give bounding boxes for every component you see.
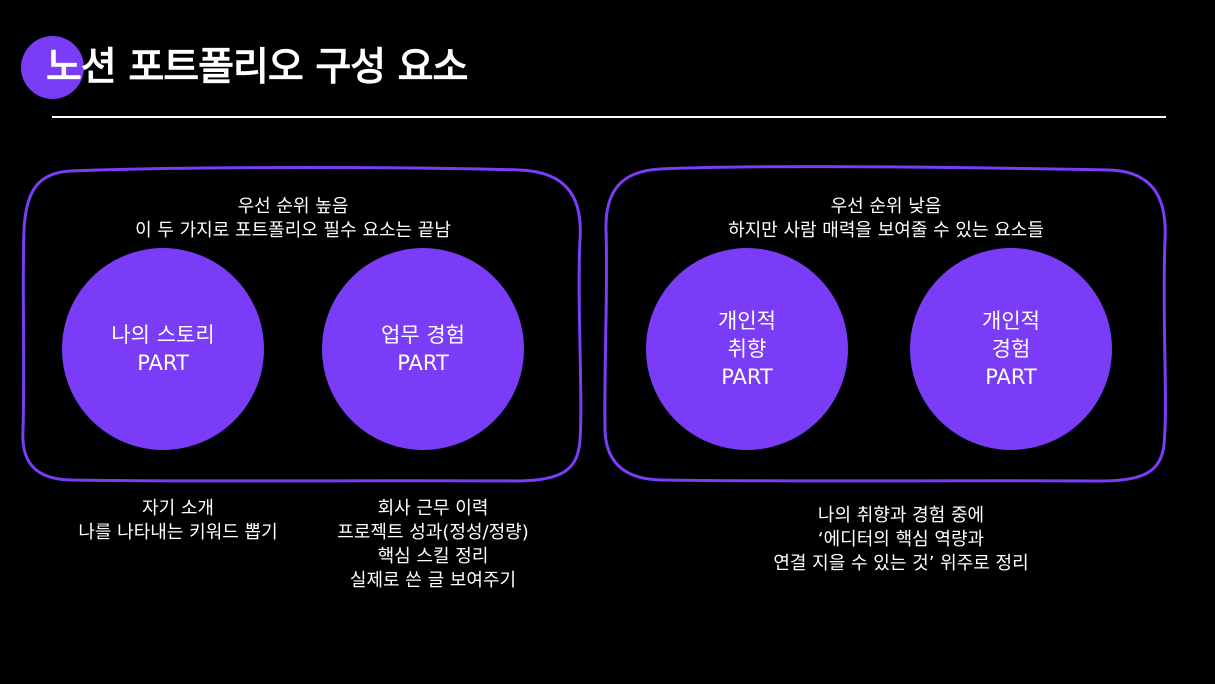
circle-line: 개인적	[718, 309, 776, 333]
circle-line: 경험	[991, 337, 1031, 361]
circle-line: PART	[397, 351, 449, 375]
group-frame-high-priority	[21, 166, 583, 483]
heading-line: 우선 순위 높음	[237, 196, 349, 217]
group-frame-low-priority	[603, 165, 1167, 483]
high-priority-heading: 우선 순위 높음 이 두 가지로 포트폴리오 필수 요소는 끝남	[93, 195, 493, 243]
page-title: 노션 포트폴리오 구성 요소	[46, 45, 468, 90]
caption-line: 프로젝트 성과(정성/정량)	[337, 522, 529, 543]
heading-line: 이 두 가지로 포트폴리오 필수 요소는 끝남	[135, 220, 451, 241]
personal-caption: 나의 취향과 경험 중에 ‘에디터의 핵심 역량과 연결 지을 수 있는 것’ …	[741, 504, 1061, 576]
caption-line: 회사 근무 이력	[377, 498, 489, 519]
personal-taste-part-circle: 개인적 취향 PART	[646, 248, 848, 450]
circle-line: PART	[985, 365, 1037, 389]
caption-line: ‘에디터의 핵심 역량과	[817, 529, 985, 550]
circle-line: 업무 경험	[381, 323, 465, 347]
circle-line: 나의 스토리	[111, 323, 215, 347]
circle-line: 취향	[727, 337, 767, 361]
caption-line: 연결 지을 수 있는 것’ 위주로 정리	[773, 553, 1029, 574]
circle-line: 개인적	[982, 309, 1040, 333]
caption-line: 자기 소개	[142, 498, 214, 519]
caption-line: 나의 취향과 경험 중에	[817, 505, 985, 526]
caption-line: 나를 나타내는 키워드 뽑기	[78, 522, 278, 543]
caption-line: 실제로 쓴 글 보여주기	[349, 570, 517, 591]
work-experience-caption: 회사 근무 이력 프로젝트 성과(정성/정량) 핵심 스킬 정리 실제로 쓴 글…	[303, 497, 563, 593]
work-experience-part-circle: 업무 경험 PART	[322, 248, 524, 450]
my-story-part-circle: 나의 스토리 PART	[62, 248, 264, 450]
personal-experience-part-circle: 개인적 경험 PART	[910, 248, 1112, 450]
heading-line: 우선 순위 낮음	[830, 196, 942, 217]
low-priority-heading: 우선 순위 낮음 하지만 사람 매력을 보여줄 수 있는 요소들	[686, 195, 1086, 243]
title-accent-dot	[21, 36, 84, 99]
circle-line: PART	[137, 351, 189, 375]
heading-line: 하지만 사람 매력을 보여줄 수 있는 요소들	[728, 220, 1044, 241]
title-divider	[52, 116, 1166, 118]
my-story-caption: 자기 소개 나를 나타내는 키워드 뽑기	[48, 497, 308, 545]
caption-line: 핵심 스킬 정리	[377, 546, 489, 567]
circle-line: PART	[721, 365, 773, 389]
